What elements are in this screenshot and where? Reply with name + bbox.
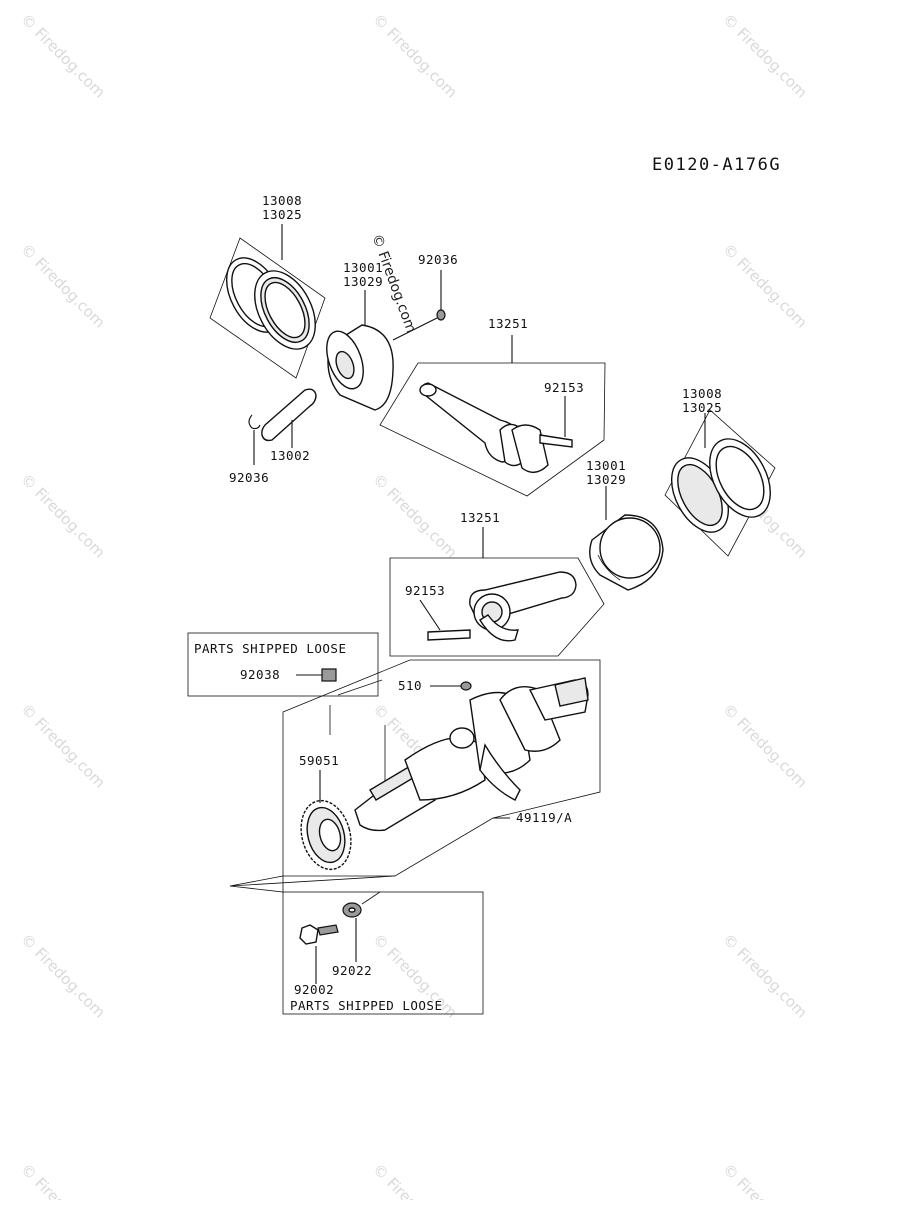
- part-label: 92022: [332, 963, 372, 978]
- loose-parts-title: PARTS SHIPPED LOOSE: [194, 641, 347, 656]
- piston-a: [326, 290, 438, 411]
- part-label: 59051: [299, 753, 339, 768]
- part-label: 510: [398, 678, 422, 693]
- part-label: 13029: [343, 274, 383, 289]
- watermark: © Firedog.com: [17, 700, 109, 792]
- watermark: © Firedog.com: [17, 10, 109, 102]
- watermark: © Firedog.com: [719, 10, 811, 102]
- part-label: 13008: [682, 386, 722, 401]
- piston-pin: [261, 388, 317, 448]
- piston-rings-b: [664, 409, 776, 557]
- part-label: 13008: [262, 193, 302, 208]
- loose-parts-box-1: [187, 632, 379, 697]
- part-label: 13251: [460, 510, 500, 525]
- crankshaft: [282, 659, 601, 877]
- part-label: 92153: [405, 583, 445, 598]
- conrod-b: [389, 527, 605, 657]
- part-label: 92036: [418, 252, 458, 267]
- part-label: 92038: [240, 667, 280, 682]
- watermark: © Firedog.com: [719, 930, 811, 1022]
- part-label: 13025: [262, 207, 302, 222]
- part-label: 13001: [343, 260, 383, 275]
- watermark: © Firedog.com: [369, 470, 461, 562]
- part-label: 13029: [586, 472, 626, 487]
- part-label: 92036: [229, 470, 269, 485]
- part-label: 13251: [488, 316, 528, 331]
- part-label: 13025: [682, 400, 722, 415]
- piston-b: [589, 486, 664, 591]
- watermark: © Firedog.com: [17, 470, 109, 562]
- watermark: © Firedog.com: [369, 1160, 461, 1200]
- piston-rings-a: [209, 224, 326, 379]
- watermark: © Firedog.com: [369, 10, 461, 102]
- watermark: © Firedog.com: [17, 930, 109, 1022]
- part-label: 13002: [270, 448, 310, 463]
- crankshaft-gear: [300, 770, 352, 871]
- watermark: © Firedog.com: [719, 240, 811, 332]
- loose-parts-title: PARTS SHIPPED LOOSE: [290, 998, 443, 1013]
- part-label: 49119/A: [516, 810, 572, 825]
- part-label: 92002: [294, 982, 334, 997]
- part-label: 92153: [544, 380, 584, 395]
- conrod-a: [379, 335, 606, 497]
- loose-parts-box-2: [229, 875, 484, 1015]
- watermark: © Firedog.com: [17, 1160, 109, 1200]
- watermark: © Firedog.com: [719, 700, 811, 792]
- watermark: © Firedog.com: [17, 240, 109, 332]
- piston-clip-top: [436, 270, 446, 321]
- watermark-layer: © Firedog.com © Firedog.com © Firedog.co…: [17, 10, 811, 1205]
- piston-clip-bottom: [248, 414, 261, 465]
- watermark: © Firedog.com: [719, 1160, 811, 1200]
- diagram-code: E0120-A176G: [652, 155, 781, 175]
- part-label: 13001: [586, 458, 626, 473]
